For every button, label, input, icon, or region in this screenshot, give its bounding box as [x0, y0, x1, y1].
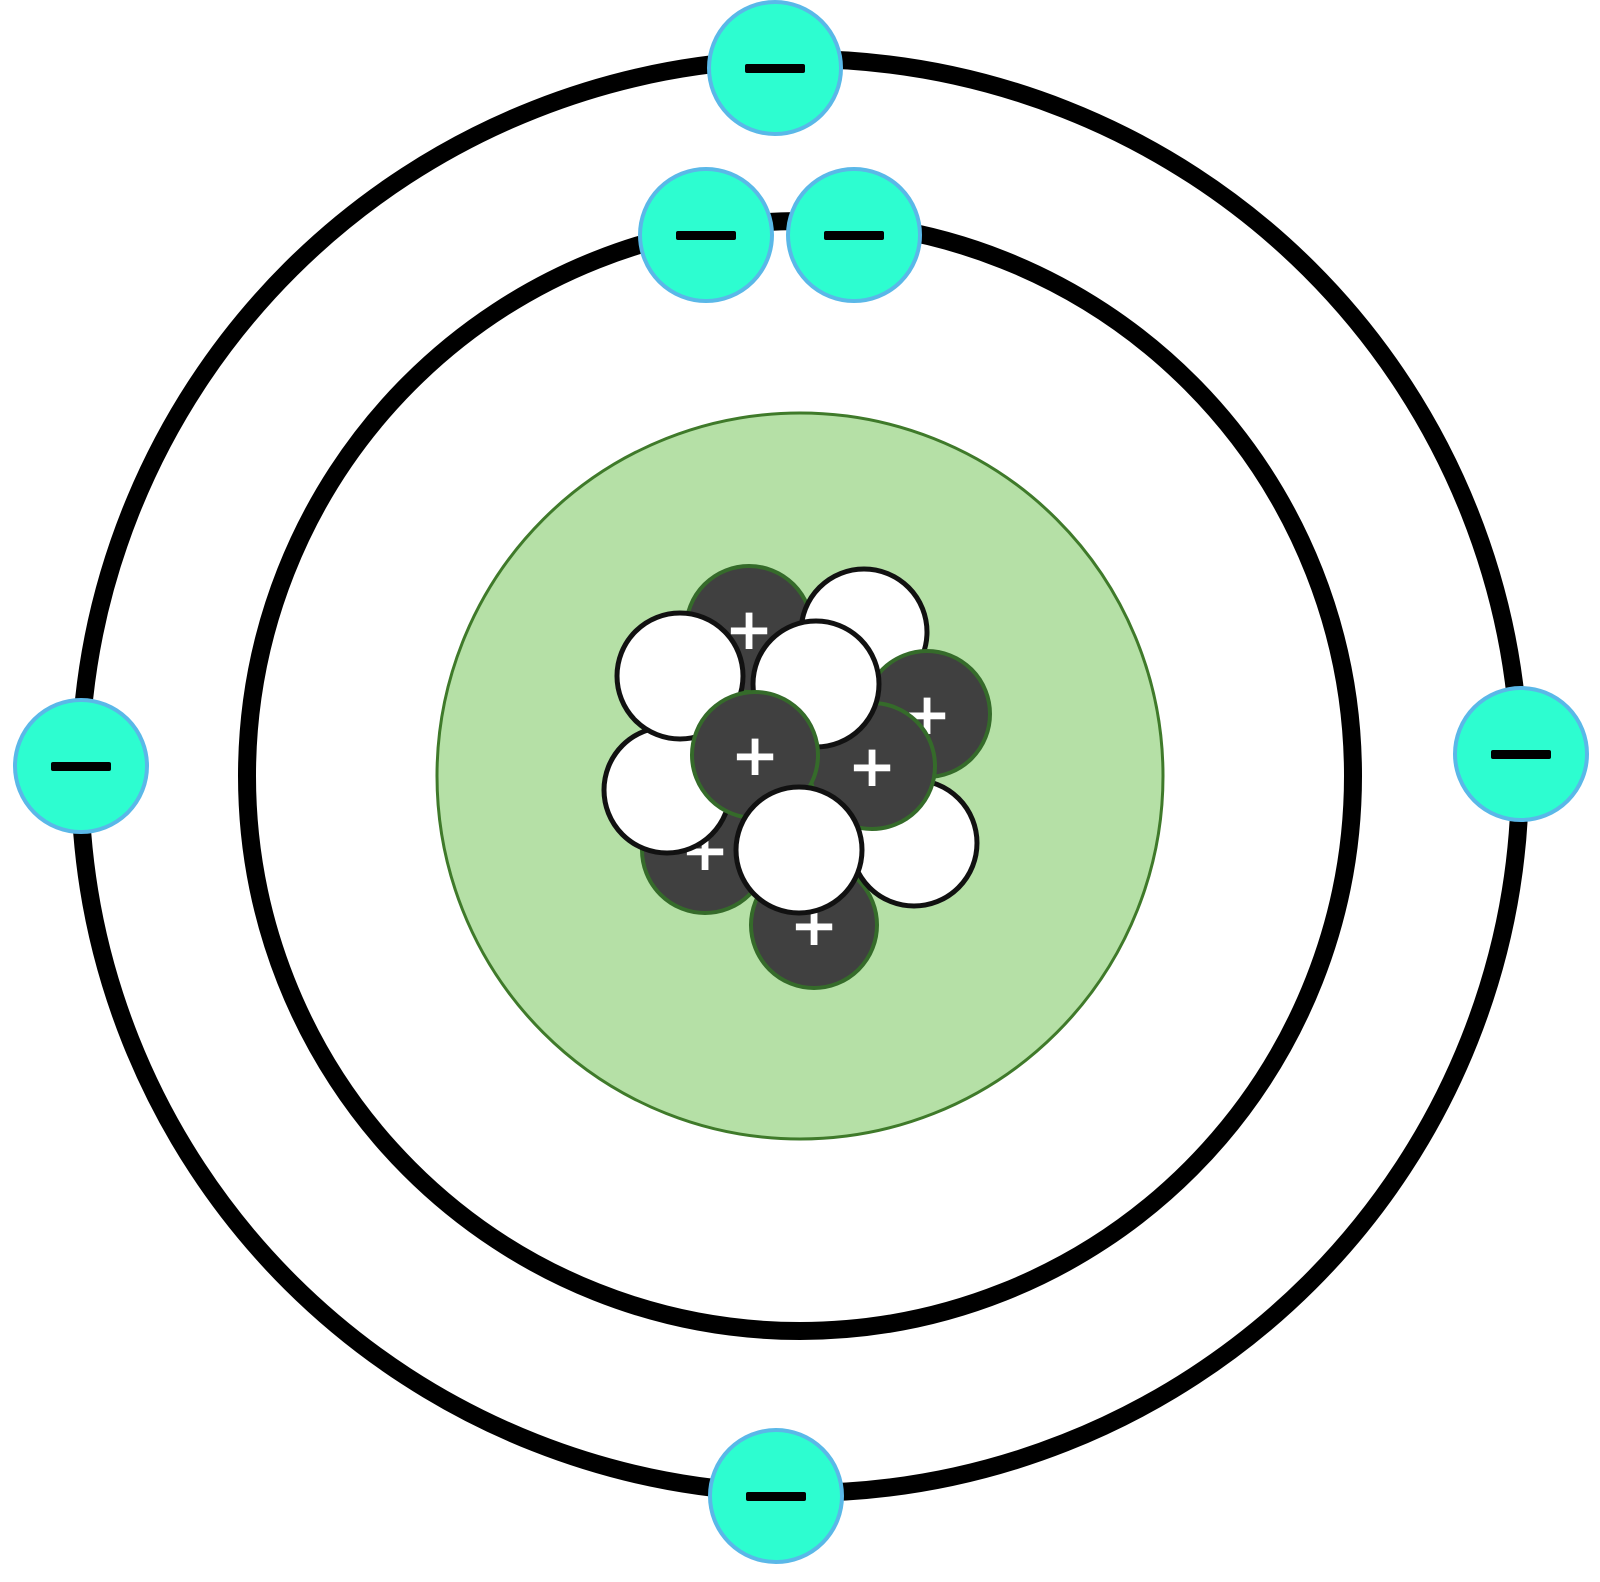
electron-minus-sign: [51, 762, 111, 771]
electrons: [13, 0, 1589, 1564]
neutron: [733, 784, 865, 916]
proton-plus-sign: +: [731, 721, 780, 789]
outer-shell-electron: [708, 1428, 844, 1564]
electron-minus-sign: [746, 1492, 806, 1501]
inner-shell-electron: [638, 167, 774, 303]
outer-shell-electron: [1453, 686, 1589, 822]
electron-minus-sign: [1491, 750, 1551, 759]
electron-minus-sign: [676, 231, 736, 240]
inner-shell-electron: [786, 167, 922, 303]
outer-shell-electron: [707, 0, 843, 136]
proton-plus-sign: +: [848, 732, 897, 800]
electron-minus-sign: [745, 64, 805, 73]
outer-shell-electron: [13, 698, 149, 834]
electron-minus-sign: [824, 231, 884, 240]
nucleus-particles: ++++++: [601, 564, 992, 990]
